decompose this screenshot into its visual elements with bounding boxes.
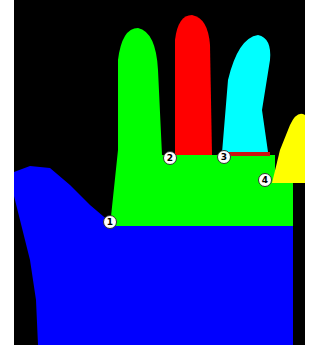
callout-number: 3 [217, 150, 231, 164]
callout-number: 1 [103, 215, 117, 229]
ring-finger-region [222, 35, 270, 153]
callout-number: 4 [258, 173, 272, 187]
background [14, 0, 305, 345]
little-finger-region [272, 114, 305, 183]
boundary-stripe [226, 152, 270, 156]
middle-finger-region [175, 15, 212, 155]
callout-number: 2 [163, 151, 177, 165]
